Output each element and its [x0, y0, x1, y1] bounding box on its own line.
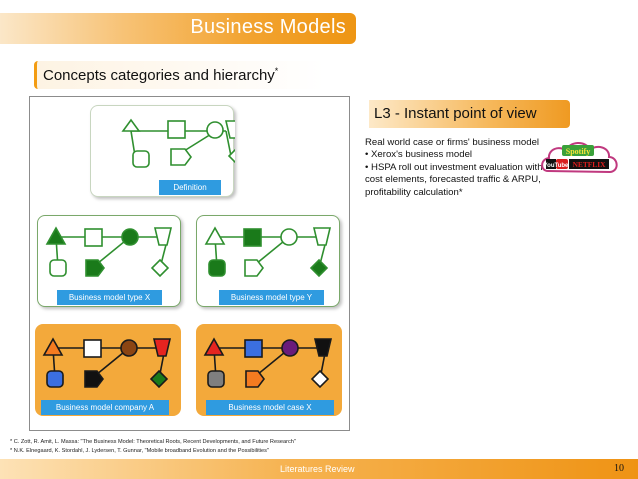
- l3-heading: L3 - Instant point of view: [374, 105, 537, 122]
- netflix-logo: NETFLIX: [569, 159, 609, 169]
- spotify-logo-text: Spotify: [566, 147, 590, 156]
- company-a-panel: Business model company A: [35, 324, 181, 416]
- youtube-logo: YouTube: [544, 159, 569, 169]
- l3-intro: Real world case or firms' business model: [365, 137, 540, 148]
- slide-title: Business Models: [190, 16, 346, 38]
- streaming-logos-cloud: Spotify YouTube NETFLIX: [541, 142, 618, 174]
- type-x-panel: Business model type X: [37, 215, 181, 307]
- netflix-logo-text: NETFLIX: [573, 160, 607, 169]
- type-y-shapes: [204, 226, 332, 278]
- definition-panel: Definition: [90, 105, 247, 197]
- type-x-shapes: [45, 226, 173, 278]
- page-number: 10: [614, 463, 624, 474]
- l3-heading-box: L3 - Instant point of view: [369, 100, 570, 128]
- case-x-label: Business model case X: [206, 400, 334, 415]
- spotify-logo: Spotify: [562, 145, 594, 156]
- type-y-label: Business model type Y: [219, 290, 324, 305]
- l3-description: Real world case or firms' business model…: [365, 137, 543, 199]
- case-x-panel: Business model case X: [196, 324, 342, 416]
- company-a-label: Business model company A: [41, 400, 169, 415]
- l3-bullet: • Xerox's business model: [365, 149, 473, 161]
- youtube-logo-text: YouTube: [544, 163, 569, 169]
- l3-bullet: • HSPA roll out investment evaluation wi…: [365, 161, 543, 198]
- type-y-panel: Business model type Y: [196, 215, 340, 307]
- slide-subtitle: Concepts categories and hierarchy: [43, 67, 275, 84]
- title-banner: Business Models: [0, 13, 356, 44]
- footnote-elnegaard: * N.K. Elnegaard, K. Stordahl, J. Lyders…: [10, 448, 269, 454]
- company-a-shapes: [42, 337, 172, 389]
- footer-bar: Literatures Review 10: [0, 459, 638, 479]
- subtitle-box: Concepts categories and hierarchy*: [34, 61, 324, 89]
- case-x-shapes: [203, 337, 333, 389]
- footnote-zott: * C. Zott, R. Amit, L. Massa: "The Busin…: [10, 439, 296, 445]
- definition-label: Definition: [159, 180, 221, 195]
- type-x-label: Business model type X: [57, 290, 162, 305]
- subtitle-footnote-mark: *: [274, 66, 279, 76]
- footer-section-label: Literatures Review: [280, 464, 355, 474]
